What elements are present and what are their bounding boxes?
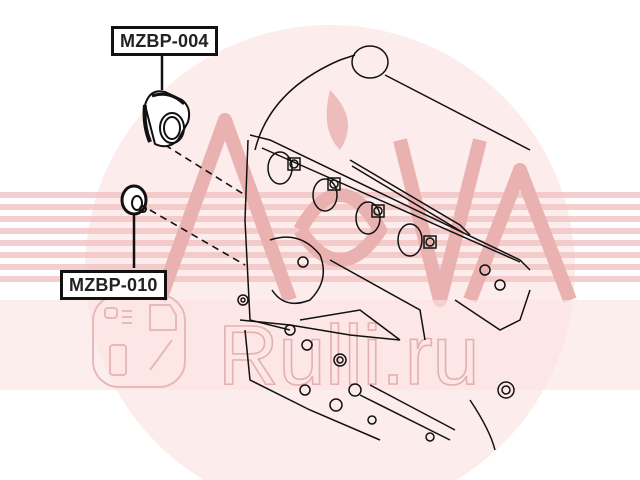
engine-block-drawing	[237, 45, 531, 451]
dashed-assembly-lines	[149, 144, 246, 266]
watermark-logo	[0, 25, 640, 480]
watermark-icons	[92, 294, 186, 388]
callout-mzbp-010[interactable]: MZBP-010	[60, 270, 167, 300]
part-mzbp-010-drawing	[120, 184, 148, 216]
callout-mzbp-004[interactable]: MZBP-004	[111, 26, 218, 56]
leader-lines	[132, 55, 164, 268]
part-mzbp-004-drawing	[142, 90, 191, 148]
